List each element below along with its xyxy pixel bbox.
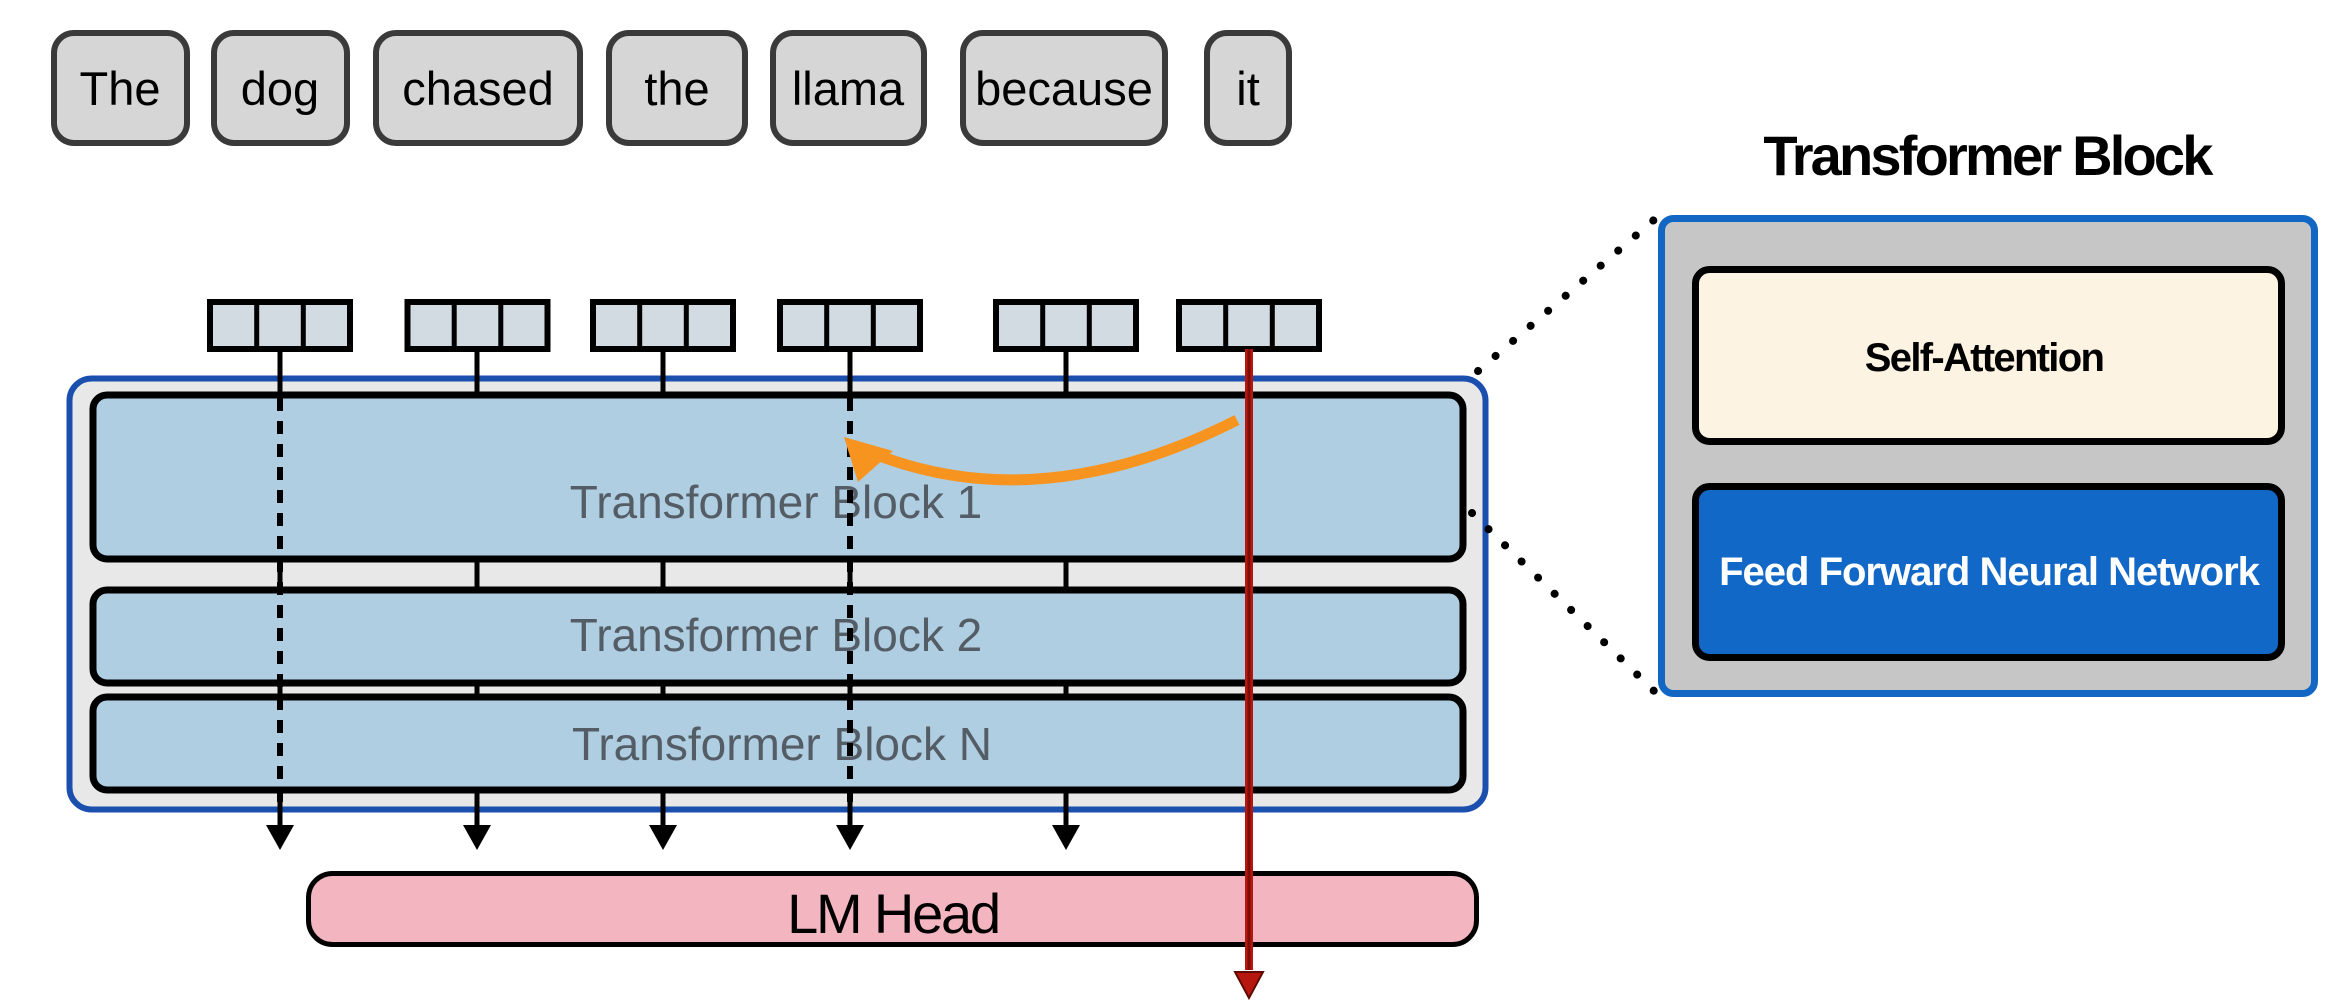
svg-text:llama: llama	[792, 62, 905, 115]
svg-text:Self-Attention: Self-Attention	[1865, 336, 2103, 380]
svg-text:Transformer Block 2: Transformer Block 2	[570, 609, 982, 661]
svg-text:The: The	[80, 62, 161, 115]
svg-text:LM Head: LM Head	[787, 882, 999, 945]
svg-text:chased: chased	[402, 62, 554, 115]
svg-text:it: it	[1236, 62, 1260, 115]
svg-text:Transformer Block N: Transformer Block N	[572, 718, 992, 770]
svg-text:the: the	[644, 62, 709, 115]
svg-text:Transformer Block: Transformer Block	[1763, 124, 2214, 187]
svg-text:because: because	[975, 62, 1153, 115]
svg-text:dog: dog	[241, 62, 319, 115]
svg-text:Feed Forward Neural Network: Feed Forward Neural Network	[1719, 550, 2261, 594]
svg-text:Transformer Block 1: Transformer Block 1	[570, 476, 982, 528]
